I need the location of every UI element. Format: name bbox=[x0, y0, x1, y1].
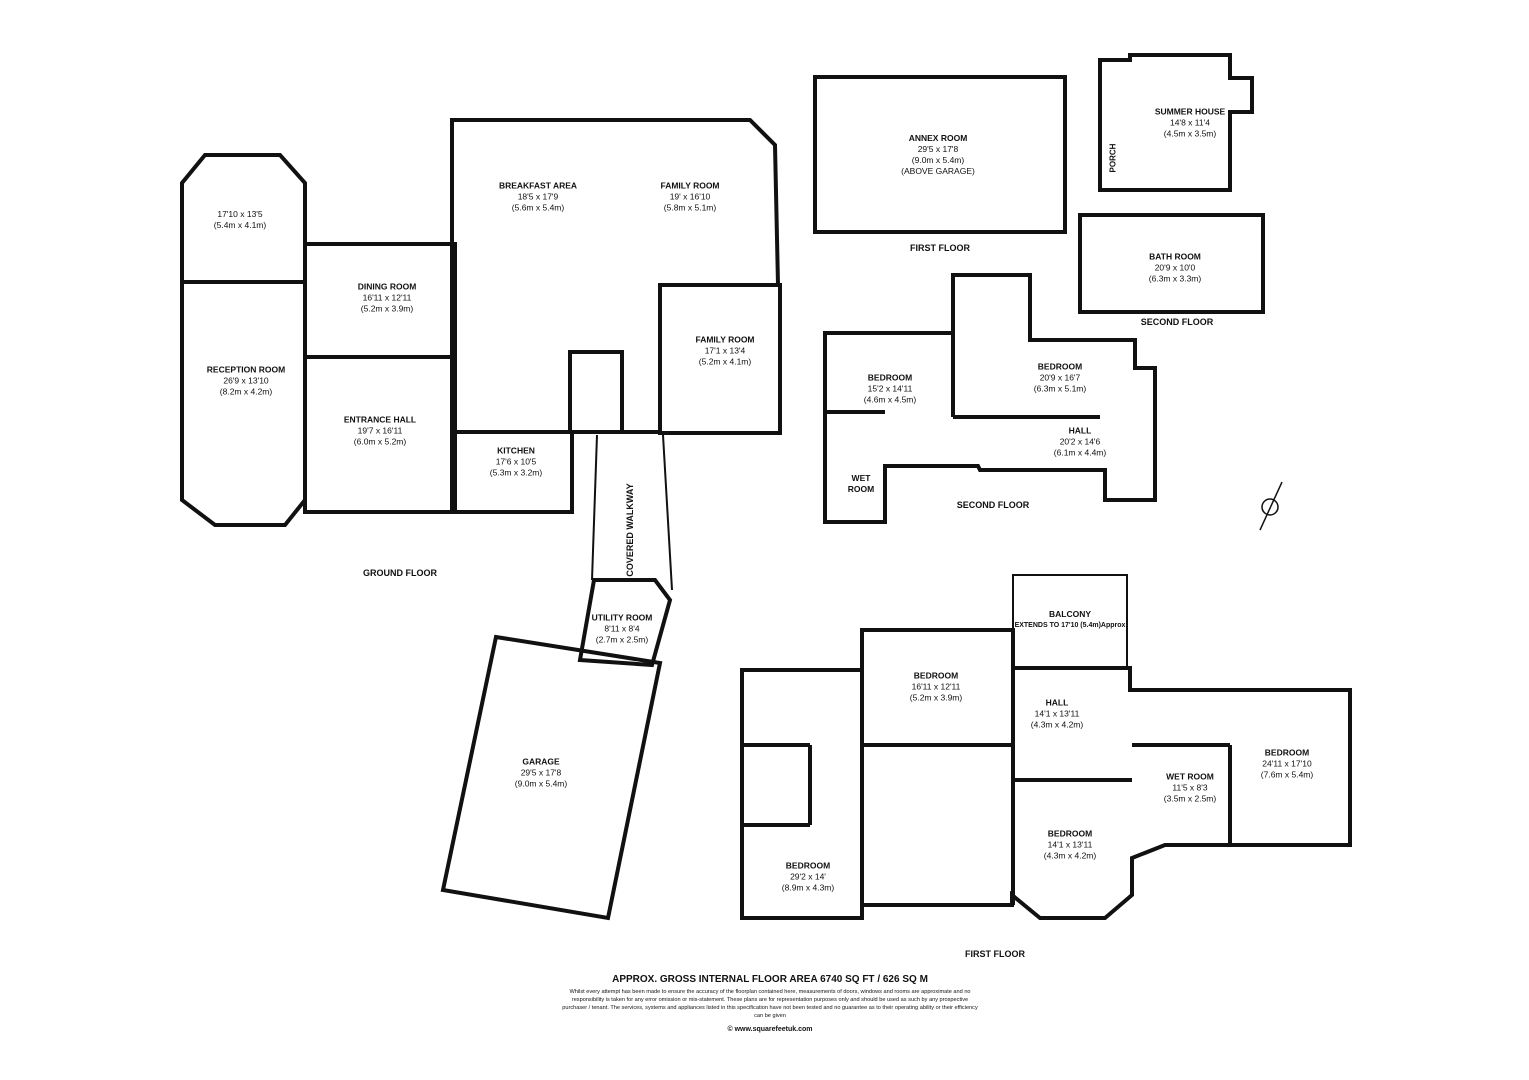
floor-label-annex: FIRST FLOOR bbox=[910, 243, 970, 253]
wall-utility bbox=[577, 578, 673, 668]
floor-label-second: SECOND FLOOR bbox=[956, 500, 1030, 510]
website-link[interactable]: © www.squarefeetuk.com bbox=[727, 1026, 813, 1033]
floor-label-bathroom: SECOND FLOOR bbox=[1140, 317, 1214, 327]
walkway-right bbox=[662, 434, 673, 591]
wall-summer-house bbox=[1098, 53, 1254, 192]
wall-second-floor bbox=[823, 273, 1157, 524]
wall-annex bbox=[813, 75, 1067, 234]
wall-first-floor bbox=[740, 628, 1352, 920]
floor-area-title: APPROX. GROSS INTERNAL FLOOR AREA 6740 S… bbox=[612, 974, 928, 985]
walkway-label: COVERED WALKWAY bbox=[625, 483, 635, 577]
floor-label-ground: GROUND FLOOR bbox=[363, 568, 437, 578]
wall-wc bbox=[568, 350, 624, 434]
floor-label-first: FIRST FLOOR bbox=[965, 949, 1025, 959]
walkway-left bbox=[591, 434, 598, 581]
room-label-2f-wet-room: WET ROOM bbox=[847, 473, 875, 494]
room-label: 17'10 x 13'5(5.4m x 4.1m) bbox=[213, 209, 267, 230]
porch-label: PORCH bbox=[1108, 143, 1118, 173]
compass-icon bbox=[1259, 481, 1283, 531]
wall-bathroom bbox=[1078, 213, 1265, 314]
footer: APPROX. GROSS INTERNAL FLOOR AREA 6740 S… bbox=[560, 974, 980, 1033]
wall-family-room-2 bbox=[658, 283, 782, 435]
wall-garage bbox=[440, 634, 663, 921]
wall-reception bbox=[180, 280, 307, 527]
disclaimer: Whilst every attempt has been made to en… bbox=[562, 989, 978, 1019]
